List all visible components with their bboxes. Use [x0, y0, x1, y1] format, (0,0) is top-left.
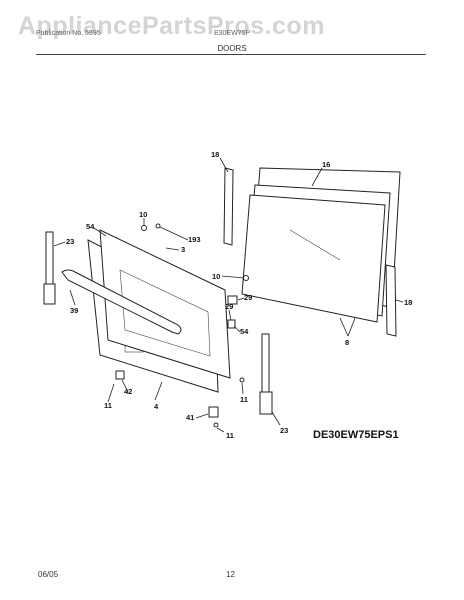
- callout-41: 41: [186, 413, 194, 422]
- door-handle-39: [61, 269, 182, 335]
- trim-strip-18-right: [385, 264, 397, 337]
- callout-18: 18: [404, 298, 412, 307]
- screw-10-lower: [243, 275, 249, 281]
- callout-8: 8: [345, 338, 349, 347]
- callout-11: 11: [226, 431, 234, 440]
- callout-11: 11: [240, 395, 248, 404]
- header-rule: [36, 54, 426, 55]
- callout-193: 193: [188, 235, 201, 244]
- clip-41: [208, 406, 219, 418]
- trim-strip-18-left: [223, 167, 234, 246]
- watermark: AppliancePartsPros.com: [18, 12, 325, 40]
- callout-42: 42: [124, 387, 132, 396]
- callout-39: 39: [70, 306, 78, 315]
- publication-number: Publication No. 5995: [36, 30, 101, 37]
- callout-18: 18: [211, 150, 219, 159]
- foot-42: [115, 370, 125, 380]
- model-code: DE30EW75EPS1: [313, 429, 399, 441]
- callout-10: 10: [139, 210, 147, 219]
- footer-date: 06/05: [38, 570, 59, 579]
- callout-3: 3: [181, 245, 185, 254]
- footer-page-number: 12: [226, 570, 235, 579]
- callout-29: 29: [225, 302, 233, 311]
- callout-11: 11: [104, 401, 112, 410]
- screw-10-upper: [141, 225, 147, 231]
- callout-16: 16: [322, 160, 330, 169]
- callout-23: 23: [280, 426, 288, 435]
- screw-193: [155, 223, 161, 229]
- section-title: DOORS: [217, 44, 247, 53]
- bracket-29-lower: [227, 319, 236, 329]
- callout-29: 29: [244, 293, 252, 302]
- header-model: E30EW75P: [214, 30, 251, 37]
- bracket-29-upper: [227, 295, 238, 305]
- callout-54: 54: [86, 222, 95, 231]
- glass-panel-8-front: [241, 194, 386, 323]
- callout-10: 10: [212, 272, 220, 281]
- callout-4: 4: [154, 402, 159, 411]
- callout-23: 23: [66, 237, 74, 246]
- door-inner-frame-3: [99, 229, 231, 379]
- callout-54: 54: [240, 327, 249, 336]
